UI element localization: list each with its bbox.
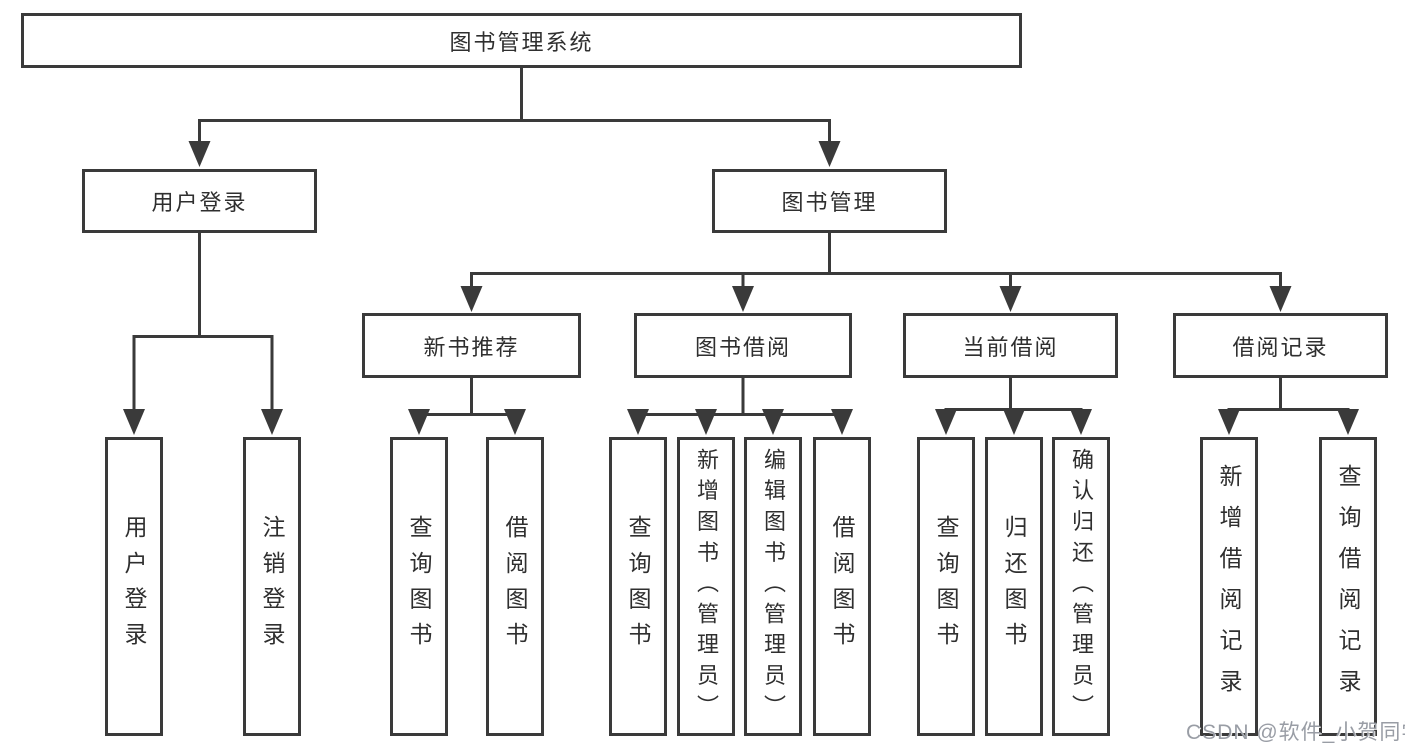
leaf-user-login: 用户登录 xyxy=(105,437,163,736)
node-new-book-recommend: 新书推荐 xyxy=(362,313,581,378)
node-borrow-records-label: 借阅记录 xyxy=(1232,334,1329,360)
leaf-confirm-return-admin: 确认归还（管理员） xyxy=(1052,437,1110,736)
node-current-borrow: 当前借阅 xyxy=(903,313,1118,378)
leaf-query-books-3-label: 查询图书 xyxy=(933,515,959,658)
leaf-query-books-3: 查询图书 xyxy=(917,437,975,736)
leaf-logout: 注销登录 xyxy=(243,437,301,736)
node-borrow-records: 借阅记录 xyxy=(1173,313,1388,378)
node-book-management: 图书管理 xyxy=(712,169,947,233)
leaf-add-borrow-record: 新增借阅记录 xyxy=(1200,437,1258,736)
node-root-system: 图书管理系统 xyxy=(21,13,1022,68)
leaf-return-books: 归还图书 xyxy=(985,437,1043,736)
leaf-query-books-2-label: 查询图书 xyxy=(625,515,651,658)
leaf-edit-books-admin: 编辑图书（管理员） xyxy=(744,437,802,736)
node-user-login-label: 用户登录 xyxy=(151,190,248,215)
csdn-watermark: CSDN @软件_小贺同学 xyxy=(1186,721,1405,744)
leaf-borrow-books-2: 借阅图书 xyxy=(813,437,871,736)
leaf-confirm-return-admin-label: 确认归还（管理员） xyxy=(1069,447,1094,726)
leaf-borrow-books-1-label: 借阅图书 xyxy=(502,515,528,658)
leaf-query-books-1-label: 查询图书 xyxy=(406,515,432,658)
leaf-query-books-2: 查询图书 xyxy=(609,437,667,736)
node-root-label: 图书管理系统 xyxy=(449,29,594,55)
node-new-book-recommend-label: 新书推荐 xyxy=(423,334,520,360)
node-user-login: 用户登录 xyxy=(82,169,317,233)
node-book-borrow-label: 图书借阅 xyxy=(694,334,791,360)
leaf-query-books-1: 查询图书 xyxy=(390,437,448,736)
leaf-edit-books-admin-label: 编辑图书（管理员） xyxy=(761,447,786,726)
leaf-query-borrow-record-label: 查询借阅记录 xyxy=(1335,463,1361,710)
leaf-add-borrow-record-label: 新增借阅记录 xyxy=(1216,463,1242,710)
leaf-logout-label: 注销登录 xyxy=(259,515,285,658)
node-book-management-label: 图书管理 xyxy=(781,190,878,215)
leaf-return-books-label: 归还图书 xyxy=(1001,515,1027,658)
leaf-borrow-books-2-label: 借阅图书 xyxy=(829,515,855,658)
leaf-add-books-admin-label: 新增图书（管理员） xyxy=(694,447,719,726)
node-current-borrow-label: 当前借阅 xyxy=(962,334,1059,360)
node-book-borrow: 图书借阅 xyxy=(634,313,852,378)
leaf-add-books-admin: 新增图书（管理员） xyxy=(677,437,735,736)
leaf-borrow-books-1: 借阅图书 xyxy=(486,437,544,736)
leaf-user-login-label: 用户登录 xyxy=(121,515,147,658)
leaf-query-borrow-record: 查询借阅记录 xyxy=(1319,437,1377,736)
